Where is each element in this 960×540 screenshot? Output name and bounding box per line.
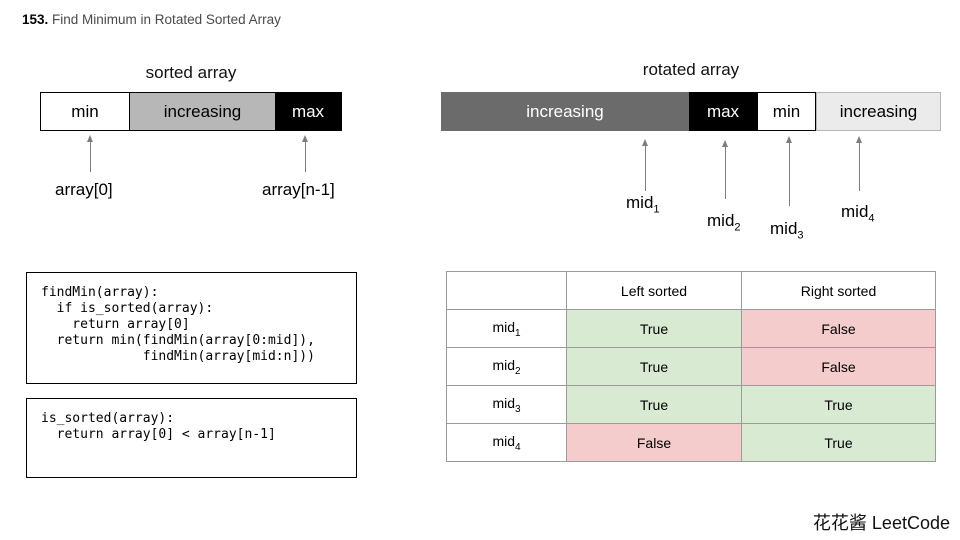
pointer-label-mid2: mid2 [707, 211, 741, 233]
mid-base: mid [707, 211, 735, 230]
code-text: findMin(array): if is_sorted(array): ret… [41, 285, 315, 364]
pointer-label-array0: array[0] [55, 180, 113, 199]
arrow-up-icon [87, 135, 93, 172]
problem-name: Find Minimum in Rotated Sorted Array [48, 12, 281, 27]
table-row: mid2 True False [446, 347, 936, 386]
table-cell-value: False [741, 309, 936, 348]
mid-base: mid [770, 219, 798, 238]
pointer-label-mid1: mid1 [626, 193, 660, 215]
rotated-array-caption: rotated array [642, 60, 740, 79]
code-block-findmin: findMin(array): if is_sorted(array): ret… [26, 272, 357, 384]
table-cell-value: True [741, 385, 936, 424]
table-cell-value: True [566, 309, 742, 348]
mid-sub: 4 [868, 212, 875, 225]
row-label: mid1 [446, 309, 567, 348]
sorted-array-caption: sorted array [145, 63, 237, 82]
mid-sub: 3 [515, 403, 521, 415]
mid-sub: 2 [734, 221, 741, 234]
rotated-array-bar: increasing max min increasing [441, 92, 941, 131]
mid-base: mid [492, 356, 515, 373]
row-label: mid4 [446, 423, 567, 462]
table-row: mid3 True True [446, 385, 936, 424]
arrow-up-icon [642, 139, 648, 191]
table-cell-value: True [566, 385, 742, 424]
bar-segment-increasing: increasing [130, 93, 275, 130]
header-cell-right-sorted: Right sorted [741, 271, 936, 310]
bar-segment-max: max [275, 93, 341, 130]
table-row: mid4 False True [446, 423, 936, 462]
arrow-up-icon [722, 140, 728, 199]
table-cell-value: False [566, 423, 742, 462]
mid-base: mid [841, 202, 869, 221]
pointer-label-mid3: mid3 [770, 219, 804, 241]
mid-sub: 1 [515, 327, 521, 339]
bar-segment-max: max [689, 92, 757, 131]
bar-segment-increasing-right: increasing [816, 92, 941, 131]
page-title: 153. Find Minimum in Rotated Sorted Arra… [22, 12, 281, 27]
mid-base: mid [492, 432, 515, 449]
mid-sub: 1 [653, 203, 660, 216]
bar-segment-increasing-left: increasing [441, 92, 689, 131]
mid-sub: 2 [515, 365, 521, 377]
mid-truth-table: Left sorted Right sorted mid1 True False… [446, 271, 936, 462]
pointer-label-mid4: mid4 [841, 202, 875, 224]
row-label: mid2 [446, 347, 567, 386]
sorted-array-bar: min increasing max [40, 92, 342, 131]
row-label: mid3 [446, 385, 567, 424]
header-cell-empty [446, 271, 567, 310]
bar-segment-min: min [757, 92, 816, 131]
mid-sub: 3 [797, 229, 804, 242]
arrow-up-icon [302, 135, 308, 172]
code-block-issorted: is_sorted(array): return array[0] < arra… [26, 398, 357, 478]
mid-base: mid [492, 394, 515, 411]
arrow-up-icon [786, 136, 792, 206]
bar-segment-min: min [41, 93, 130, 130]
table-cell-value: True [741, 423, 936, 462]
table-cell-value: True [566, 347, 742, 386]
table-row: mid1 True False [446, 309, 936, 348]
header-cell-left-sorted: Left sorted [566, 271, 742, 310]
mid-base: mid [492, 318, 515, 335]
arrow-up-icon [856, 136, 862, 191]
table-header-row: Left sorted Right sorted [446, 271, 936, 310]
mid-base: mid [626, 193, 654, 212]
code-text: is_sorted(array): return array[0] < arra… [41, 411, 276, 442]
problem-number: 153. [22, 12, 49, 27]
mid-sub: 4 [515, 441, 521, 453]
pointer-label-arrayn1: array[n-1] [262, 180, 335, 199]
table-cell-value: False [741, 347, 936, 386]
brand-watermark: 花花酱 LeetCode [812, 513, 950, 533]
